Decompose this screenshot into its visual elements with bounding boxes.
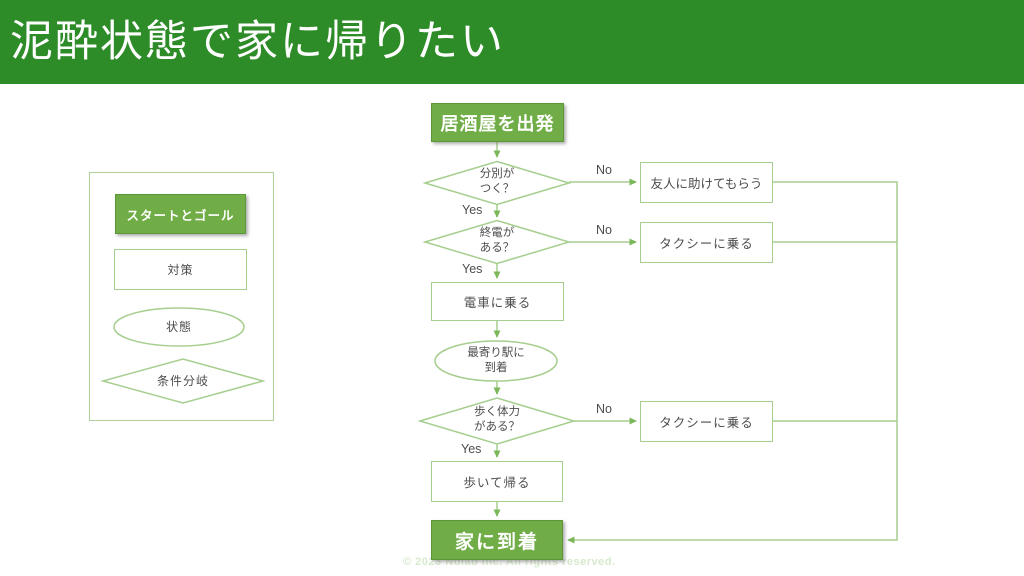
legend-decision-label: 条件分岐	[156, 374, 209, 388]
legend-box	[89, 172, 274, 421]
decision3-diamond-shape	[417, 397, 577, 445]
decision3-label: 歩く体力 がある？	[420, 405, 574, 435]
station-ellipse-shape	[434, 340, 558, 382]
node-goal-home: 家に到着	[431, 520, 563, 560]
decision1-label: 分別が つく？	[425, 167, 569, 197]
node-start-izakaya: 居酒屋を出発	[431, 103, 564, 142]
legend-state-ellipse-shape	[113, 307, 245, 347]
node-taxi-2: タクシーに乗る	[640, 401, 773, 442]
legend-process-sample: 対策	[114, 249, 247, 290]
yes-label-3: Yes	[461, 442, 482, 456]
legend-start-goal-sample: スタートとゴール	[115, 194, 246, 234]
page-title: 泥酔状態で家に帰りたい	[10, 18, 505, 66]
station-label-line2: 到着	[484, 362, 508, 374]
decision2-label: 終電が ある？	[425, 226, 569, 256]
decision2-label-line1: 終電が	[479, 227, 515, 239]
yes-label-1: Yes	[462, 203, 483, 217]
node-take-train: 電車に乗る	[431, 282, 564, 321]
legend-state-label: 状態	[165, 320, 192, 334]
decision2-diamond-shape	[422, 219, 572, 265]
station-label-line1: 最寄り駅に	[467, 347, 525, 359]
yes-label-2: Yes	[462, 262, 483, 276]
legend-decision-diamond-shape	[100, 358, 266, 404]
no-label-2: No	[596, 223, 612, 237]
no-label-1: No	[596, 163, 612, 177]
node-walk-home: 歩いて帰る	[431, 461, 563, 502]
node-help-friend: 友人に助けてもらう	[640, 162, 773, 203]
decision1-label-line1: 分別が	[479, 168, 515, 180]
node-taxi-1: タクシーに乗る	[640, 222, 773, 263]
station-label: 最寄り駅に 到着	[435, 346, 557, 376]
decision3-label-line1: 歩く体力	[474, 406, 520, 418]
decision1-label-line2: つく？	[479, 183, 515, 195]
no-label-3: No	[596, 402, 612, 416]
connector-collector-to-goal	[567, 181, 898, 544]
decision2-label-line2: ある？	[479, 242, 515, 254]
decision1-diamond-shape	[422, 160, 572, 206]
decision3-label-line2: がある？	[474, 421, 520, 433]
slide-header: 泥酔状態で家に帰りたい	[0, 0, 1024, 84]
